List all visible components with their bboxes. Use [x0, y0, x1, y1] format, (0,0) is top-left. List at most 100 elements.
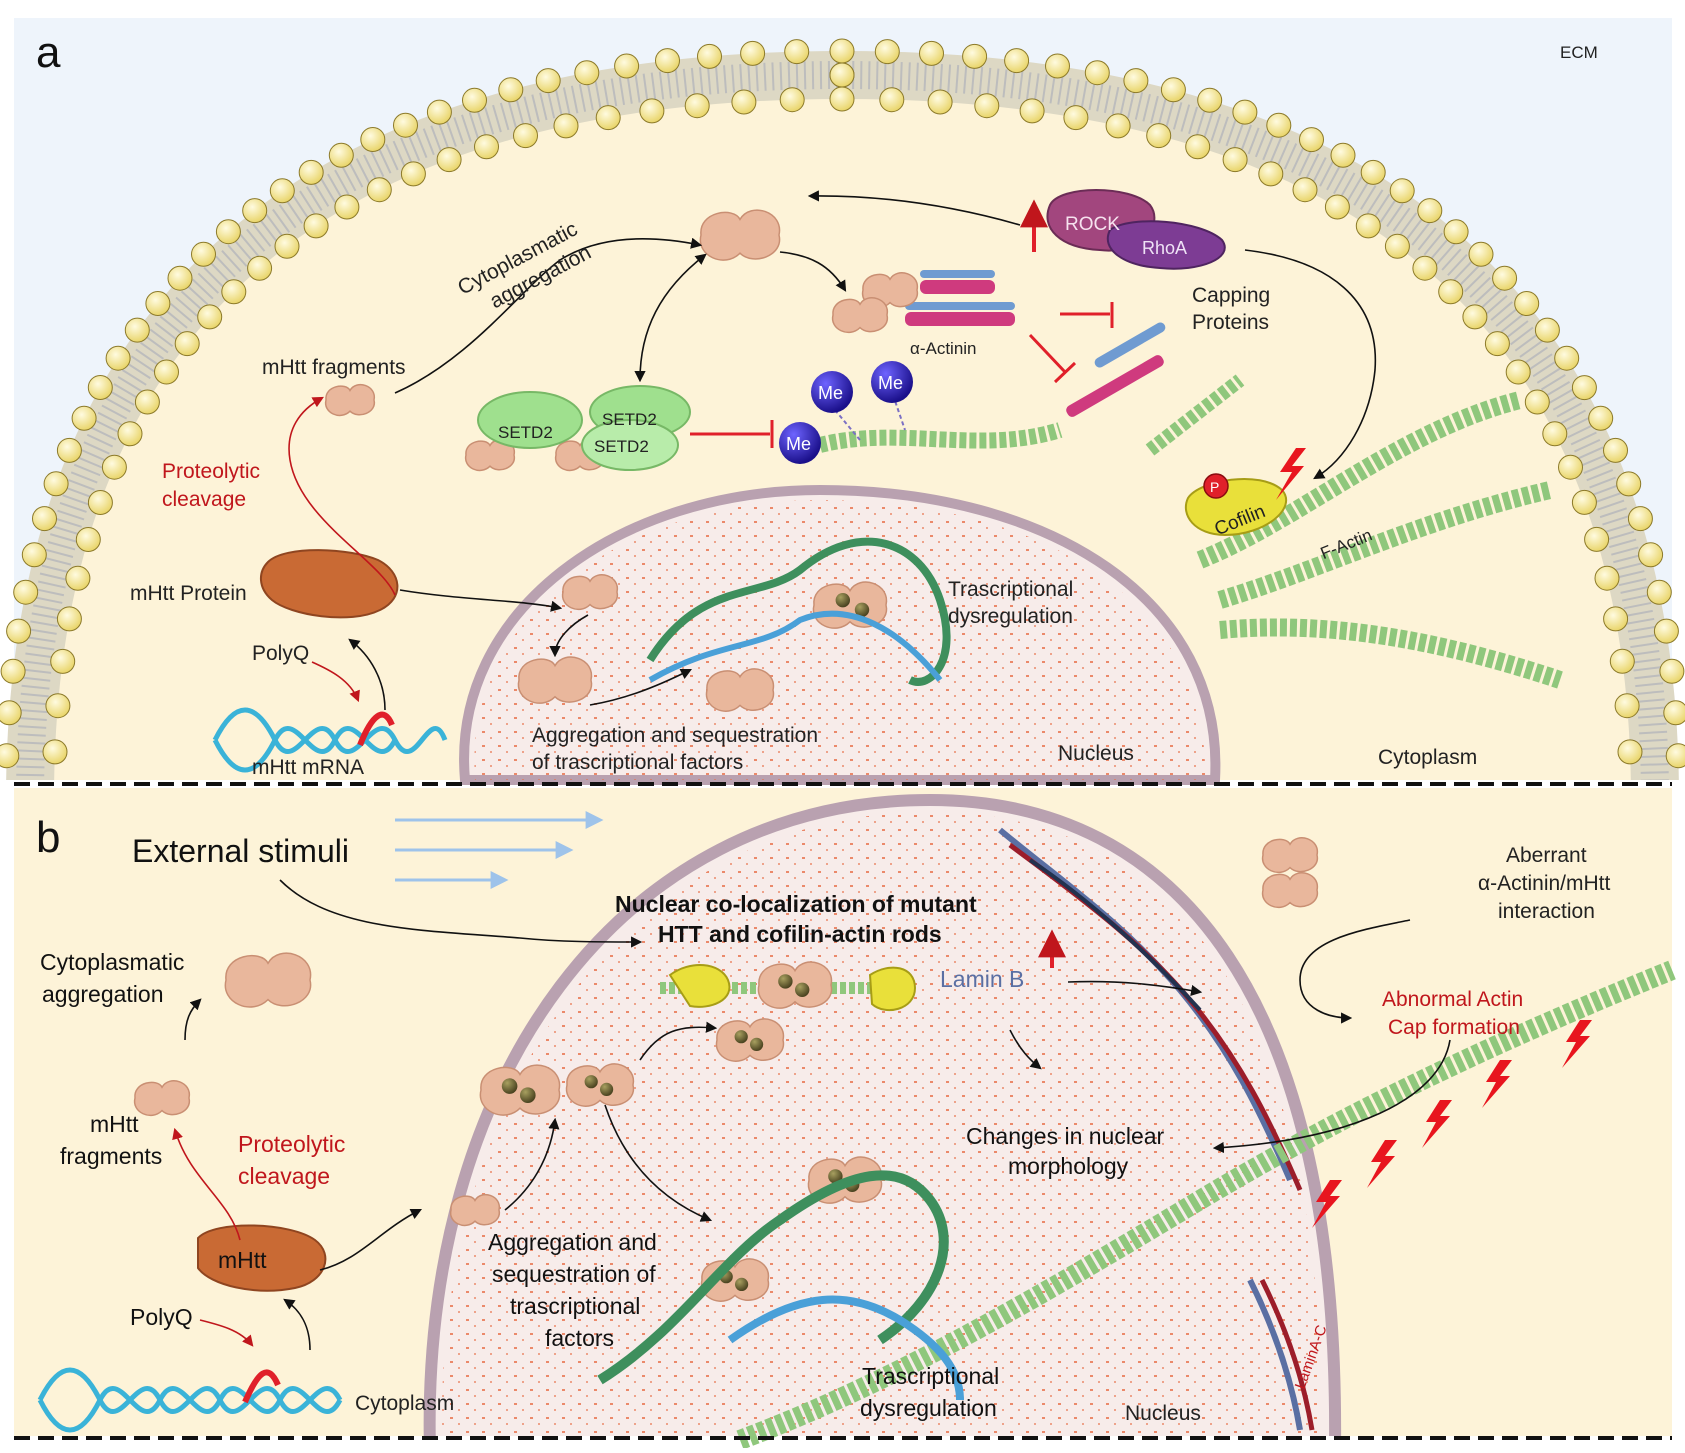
trascriptional-b-line1: Trascriptional: [862, 1363, 999, 1389]
lipid-head: [134, 389, 160, 415]
setd2-blob-3: [581, 419, 679, 471]
lipid-head: [1443, 219, 1469, 245]
lipid-head: [298, 159, 324, 185]
membrane-heads-inner: [42, 62, 1643, 765]
lipid-head: [274, 233, 300, 259]
aggregation-b-line3: trascriptional: [510, 1293, 640, 1319]
lipid-head: [779, 87, 805, 113]
me-label-2: Me: [878, 373, 903, 393]
cofilin-b-2: [868, 966, 917, 1012]
aggregate-bead: [828, 1169, 843, 1184]
mhtt-label-b: mHtt: [218, 1247, 267, 1273]
cytoplasm-label-b: Cytoplasm: [355, 1392, 454, 1415]
setd2-complex: SETD2 SETD2 SETD2: [477, 385, 691, 471]
cytoplasm-label-a: Cytoplasm: [1378, 746, 1477, 769]
lipid-head: [71, 405, 97, 431]
mhtt-protein-shape: [260, 549, 399, 619]
cyto-agg-b-line2: aggregation: [42, 981, 164, 1007]
mhtt-fragments-label-a: mHtt fragments: [262, 356, 406, 379]
mhtt-mrna-label: mHtt mRNA: [252, 756, 364, 779]
lipid-head: [1627, 506, 1653, 532]
phospho-ball: [1203, 473, 1229, 499]
lipid-head: [927, 89, 953, 115]
mhtt-aggregate: [705, 668, 775, 712]
cyto-agg-b-line1: Cytoplasmatic: [40, 949, 184, 975]
lipid-head: [154, 359, 179, 385]
dna-strand-green: [646, 537, 951, 686]
mhtt-aggregate: [831, 297, 888, 333]
ecm-label: ECM: [1560, 43, 1598, 62]
lipid-head: [614, 53, 640, 79]
lipid-head: [1571, 375, 1597, 401]
cofilin-b-1: [668, 963, 731, 1008]
external-stimuli-arrows: [395, 811, 604, 889]
lightning-icon: [1276, 448, 1306, 500]
aggregate-bead: [520, 1087, 536, 1103]
trascriptional-label-a-2: dysregulation: [948, 605, 1073, 628]
abnormal-actin-line1: Abnormal Actin: [1382, 988, 1523, 1011]
lipid-head: [366, 177, 392, 203]
lipid-head: [117, 421, 143, 447]
lipid-head: [1468, 241, 1494, 267]
aggregate-bead: [734, 1030, 748, 1044]
lipid-head: [1146, 123, 1172, 149]
lipid-head: [334, 194, 360, 220]
lipid-head: [1462, 304, 1488, 330]
lipid-head: [1384, 233, 1410, 259]
trascriptional-label-a-1: Trascriptional: [948, 578, 1073, 601]
lightning-icon: [1422, 1100, 1452, 1148]
lipid-head: [462, 87, 487, 113]
setd2-blob-1: [477, 391, 583, 449]
lipid-head: [1653, 618, 1679, 644]
actin-filament-3: [1219, 618, 1563, 689]
changes-nuclear-line1: Changes in nuclear: [966, 1123, 1165, 1149]
lipid-head: [400, 161, 426, 187]
lipid-head: [595, 105, 621, 131]
lipid-head: [1594, 565, 1620, 591]
lipid-head: [655, 48, 680, 74]
polyq-label-b: PolyQ: [130, 1304, 193, 1330]
mhtt-aggregate: [1261, 837, 1318, 873]
lipid-head: [1616, 471, 1642, 497]
panel-b: mHtt: [14, 788, 1676, 1450]
lipid-head: [697, 43, 722, 69]
lipid-head: [974, 93, 1000, 119]
mhtt-protein-a: [260, 549, 399, 619]
aggregate-bead: [795, 982, 810, 997]
lipid-head: [87, 490, 113, 515]
lipid-head: [919, 40, 944, 66]
lipid-head: [1438, 279, 1464, 305]
lipid-head: [1558, 454, 1583, 480]
lipid-head: [1355, 213, 1381, 239]
aggregates-b: [133, 837, 1318, 1302]
capping-proteins-label-2: Proteins: [1192, 311, 1269, 334]
lipid-head: [426, 99, 452, 125]
me-label-3: Me: [786, 434, 811, 454]
lipid-head: [65, 565, 91, 591]
lipid-head: [247, 255, 273, 281]
lipid-head: [535, 68, 561, 94]
lipid-head: [498, 77, 524, 103]
aggregation-label-a-1: Aggregation and sequestration: [532, 724, 818, 747]
lipid-head: [1609, 648, 1635, 674]
nuclear-colocalization-line1: Nuclear co-localization of mutant: [615, 891, 977, 917]
lightning-icon: [1562, 1020, 1592, 1068]
lipid-head: [829, 86, 855, 112]
aggregate-bead: [778, 974, 793, 989]
membrane-tails: [16, 60, 1669, 780]
lipid-head: [393, 112, 418, 138]
polyq-segment: [357, 711, 395, 747]
capping-proteins-label-1: Capping: [1192, 284, 1270, 307]
lipid-head: [874, 39, 900, 65]
me-ball-3: [779, 422, 821, 464]
lipid-head: [1614, 693, 1640, 719]
lipid-head: [1160, 77, 1186, 103]
rock-label: ROCK: [1065, 214, 1120, 235]
mhtt-aggregate: [561, 574, 618, 610]
mhtt-fragments-b-line1: mHtt: [90, 1111, 139, 1137]
lipid-head: [45, 693, 71, 719]
changes-nuclear-line2: morphology: [1008, 1153, 1129, 1179]
mhtt-aggregate: [479, 1064, 561, 1116]
aggregate-bead: [584, 1075, 598, 1089]
